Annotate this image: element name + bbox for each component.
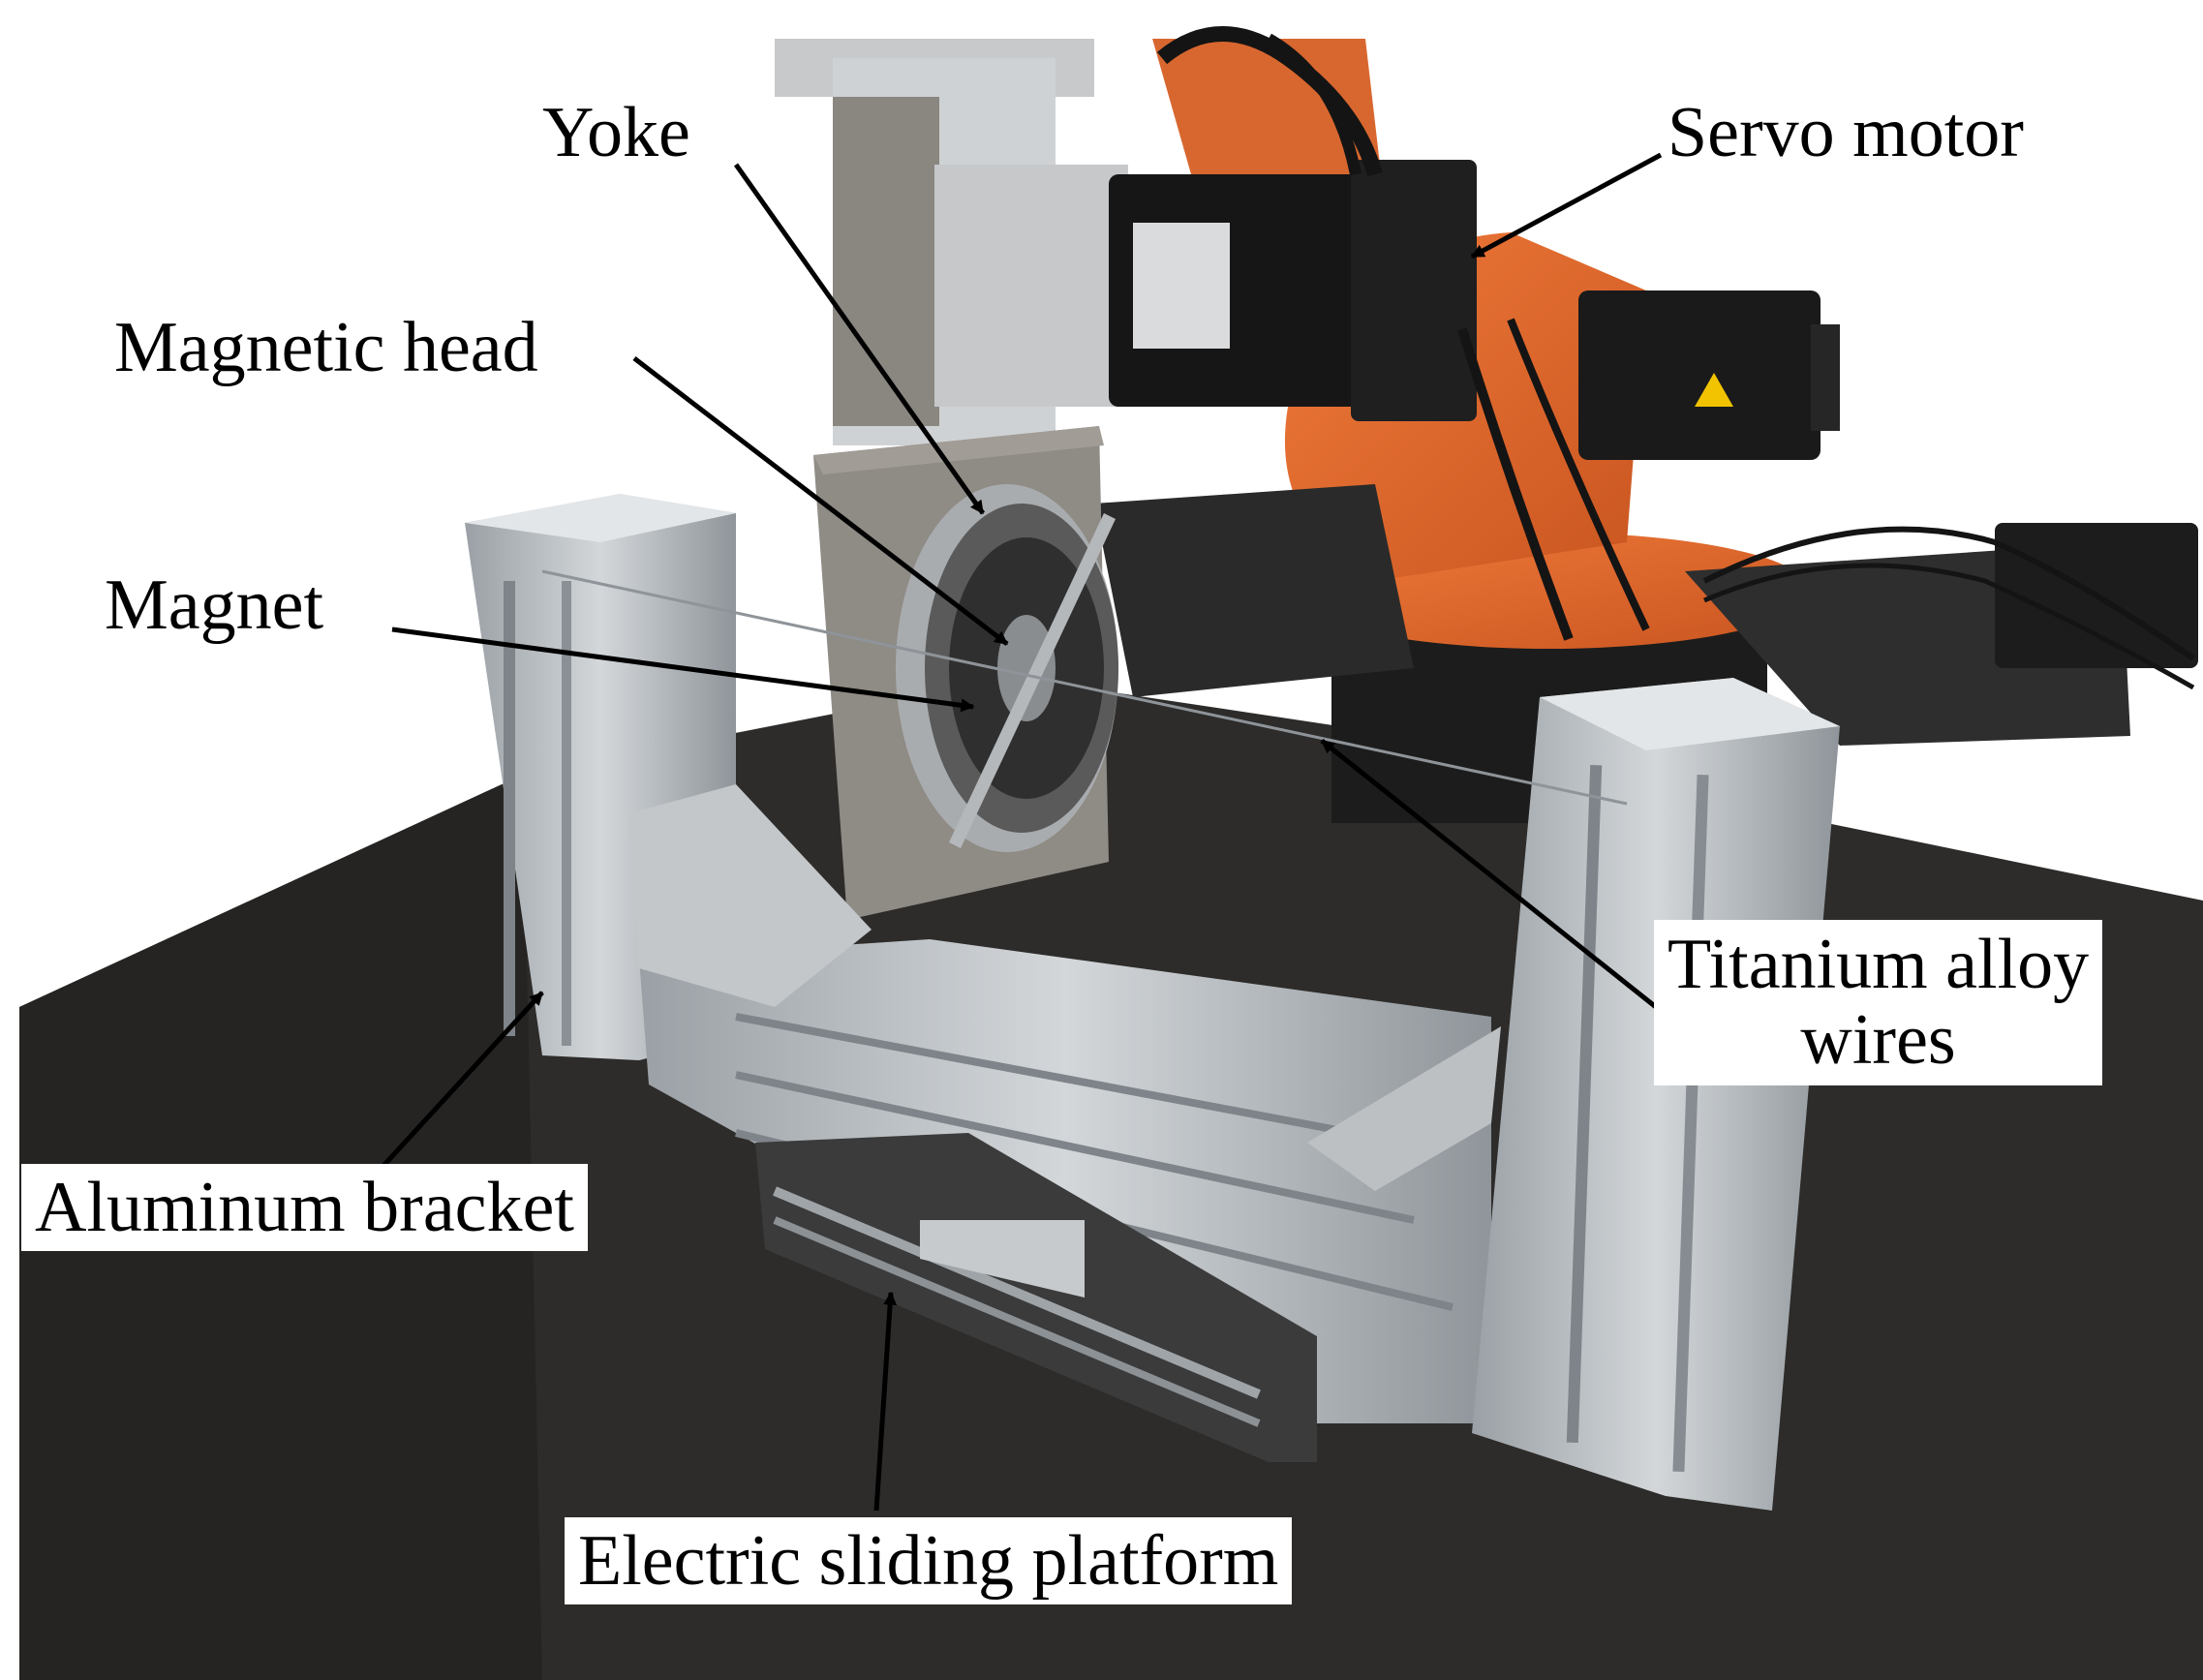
magnet-arrow [391,626,975,713]
titanium-wire-arrow [1320,739,1658,1009]
aluminum-bracket-base [629,784,1501,1423]
magnetic-head-arrow [632,356,1009,646]
label-titanium-line2: wires [1800,999,1956,1080]
second-motor [1578,290,1840,460]
cables [1156,26,1650,641]
top-column [775,39,1128,445]
label-yoke: Yoke [542,93,690,172]
black-plate [1094,484,1414,697]
annotation-arrows [381,152,1663,1512]
label-titanium-alloy-wires: Titanium alloy wires [1654,920,2103,1086]
yoke-arrow [733,163,986,515]
servo-motor-arrow [1470,152,1663,260]
label-aluminum-bracket: Aluminum bracket [21,1164,588,1251]
servo-motor-body [1109,160,1477,421]
label-magnetic-head: Magnetic head [114,308,538,387]
label-titanium-line1: Titanium alloy [1668,925,2090,1004]
label-electric-sliding-platform: Electric sliding platform [565,1517,1293,1604]
electric-sliding-platform [755,1133,1317,1462]
magnet-rod [949,513,1116,848]
right-mount [1685,523,2198,746]
titanium-wire [541,569,1628,806]
label-servo-motor: Servo motor [1668,93,2024,172]
electric-sliding-platform-arrow [873,1291,898,1512]
label-magnet: Magnet [105,565,324,645]
magnetic-head [896,484,1118,852]
right-column [1472,678,1840,1511]
aluminum-bracket-arrow [381,991,544,1169]
